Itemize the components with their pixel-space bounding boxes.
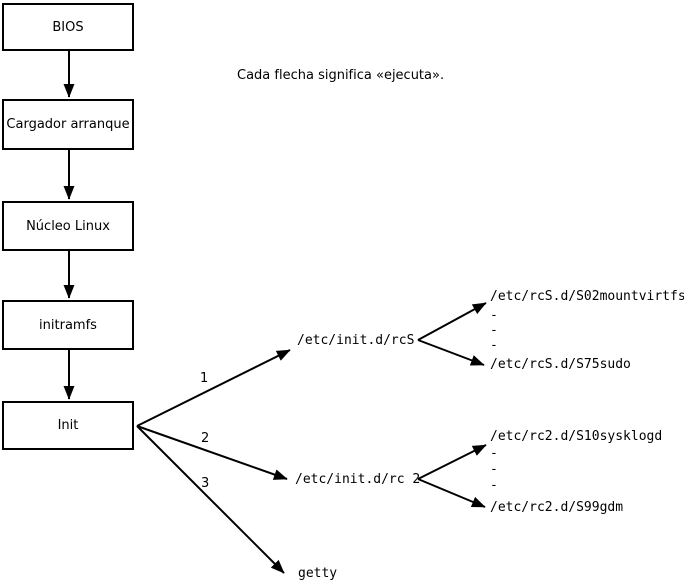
node-rcs-s75sudo: /etc/rcS.d/S75sudo: [490, 357, 631, 372]
arrow-init-to-getty: [136, 425, 285, 574]
node-getty: getty: [298, 566, 338, 581]
node-init-label: Init: [57, 418, 79, 433]
arrow-init-to-rc2: [136, 425, 288, 480]
node-rc2-s10sysklogd: /etc/rc2.d/S10sysklogd: [490, 429, 663, 444]
ellipsis-dash: -: [490, 323, 498, 338]
node-rc2-s99gdm: /etc/rc2.d/S99gdm: [490, 500, 624, 515]
ellipsis-dash: -: [490, 478, 498, 493]
arrow-rc2-to-s99: [417, 478, 486, 508]
arrow-label-3: 3: [201, 476, 210, 491]
node-rcs-s02mountvirtfs: /etc/rcS.d/S02mountvirtfs: [490, 289, 684, 304]
node-linux-kernel-label: Núcleo Linux: [26, 218, 110, 234]
ellipsis-dash: -: [490, 446, 498, 461]
arrow-rc2-to-s10: [417, 444, 487, 480]
ellipsis-dash: -: [490, 308, 498, 323]
arrow-rcs-to-s02: [417, 302, 487, 341]
arrow-rcs-to-s75: [417, 339, 485, 366]
legend-note: Cada flecha significa «ejecuta».: [237, 68, 445, 83]
node-init-d-rcs: /etc/init.d/rcS: [297, 333, 415, 348]
ellipsis-dash: -: [490, 462, 498, 477]
node-bootloader: Cargador arranque: [2, 99, 134, 150]
node-bios-label: BIOS: [52, 19, 84, 35]
node-bios: BIOS: [2, 3, 134, 51]
node-bootloader-label: Cargador arranque: [6, 117, 130, 132]
node-initramfs-label: initramfs: [39, 317, 97, 333]
node-init-d-rc2: /etc/init.d/rc 2: [295, 472, 421, 487]
node-linux-kernel: Núcleo Linux: [2, 201, 134, 251]
arrow-label-1: 1: [200, 371, 209, 386]
arrow-label-2: 2: [201, 431, 210, 446]
ellipsis-dash: -: [490, 338, 498, 353]
arrow-init-to-rcs: [136, 349, 291, 427]
node-init: Init: [2, 401, 134, 450]
node-initramfs: initramfs: [2, 300, 134, 350]
